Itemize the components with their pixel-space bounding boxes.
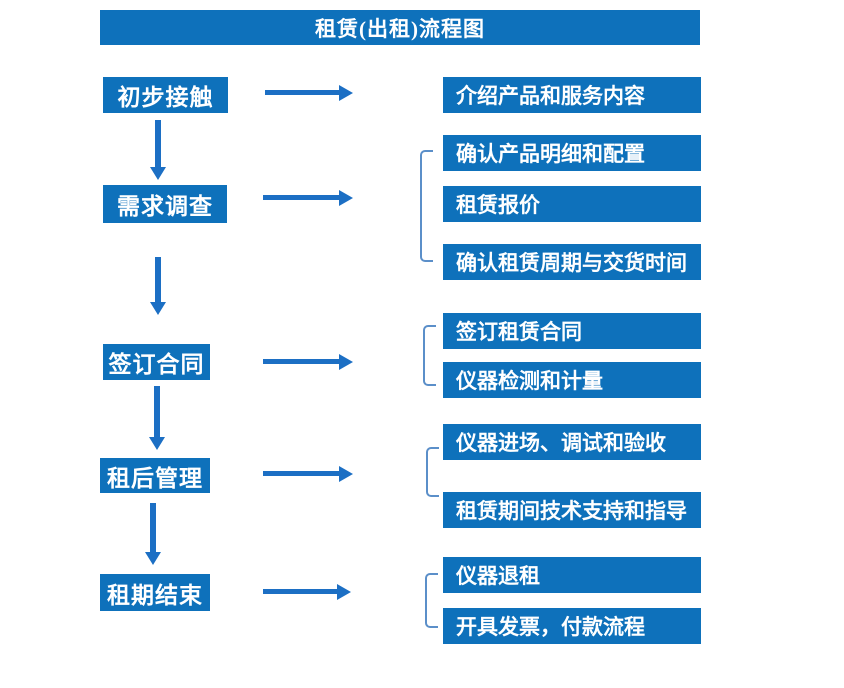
group-bracket-icon bbox=[423, 325, 436, 386]
stage-label: 签订合同 bbox=[108, 352, 205, 377]
right-arrow-icon bbox=[265, 90, 339, 95]
group-bracket-icon bbox=[420, 150, 433, 262]
group-bracket-icon bbox=[426, 447, 439, 497]
stage-box-post-rental-management: 租后管理 bbox=[100, 458, 210, 493]
stage-label: 租期结束 bbox=[107, 582, 203, 608]
output-box-introduce-products: 介绍产品和服务内容 bbox=[443, 77, 701, 113]
stage-label: 需求调查 bbox=[117, 194, 213, 219]
stage-box-sign-contract: 签订合同 bbox=[103, 344, 210, 380]
right-arrow-icon bbox=[263, 359, 339, 364]
flowchart-title: 租赁(出租)流程图 bbox=[100, 10, 700, 45]
output-label: 仪器检测和计量 bbox=[456, 369, 603, 393]
output-box-confirm-period-delivery: 确认租赁周期与交货时间 bbox=[443, 244, 701, 280]
right-arrow-icon bbox=[263, 589, 337, 594]
output-box-confirm-details: 确认产品明细和配置 bbox=[443, 135, 701, 171]
right-arrow-icon bbox=[263, 471, 339, 476]
output-box-instrument-testing: 仪器检测和计量 bbox=[443, 362, 701, 398]
output-box-instrument-setup-acceptance: 仪器进场、调试和验收 bbox=[443, 424, 701, 460]
output-label: 开具发票，付款流程 bbox=[456, 615, 645, 639]
group-bracket-icon bbox=[425, 573, 438, 628]
down-arrow-icon bbox=[155, 257, 161, 302]
output-label: 介绍产品和服务内容 bbox=[456, 84, 645, 108]
down-arrow-icon bbox=[154, 386, 160, 437]
output-box-technical-support: 租赁期间技术支持和指导 bbox=[443, 492, 701, 528]
flowchart-title-text: 租赁(出租)流程图 bbox=[315, 16, 485, 41]
output-box-instrument-return: 仪器退租 bbox=[443, 557, 701, 593]
output-label: 确认租赁周期与交货时间 bbox=[456, 251, 687, 275]
output-label: 确认产品明细和配置 bbox=[456, 142, 645, 166]
output-label: 仪器进场、调试和验收 bbox=[456, 431, 666, 455]
down-arrow-icon bbox=[155, 120, 161, 167]
stage-label: 租后管理 bbox=[107, 465, 203, 491]
output-label: 签订租赁合同 bbox=[456, 320, 582, 344]
output-label: 租赁期间技术支持和指导 bbox=[456, 499, 687, 523]
output-label: 仪器退租 bbox=[456, 564, 540, 588]
stage-label: 初步接触 bbox=[117, 85, 214, 110]
down-arrow-icon bbox=[150, 503, 156, 552]
stage-box-initial-contact: 初步接触 bbox=[103, 77, 228, 113]
output-box-sign-rental-contract: 签订租赁合同 bbox=[443, 313, 701, 349]
output-label: 租赁报价 bbox=[456, 193, 540, 217]
stage-box-rental-end: 租期结束 bbox=[100, 574, 210, 611]
output-box-rental-quote: 租赁报价 bbox=[443, 186, 701, 222]
stage-box-demand-survey: 需求调查 bbox=[103, 185, 227, 223]
output-box-invoice-payment: 开具发票，付款流程 bbox=[443, 608, 701, 644]
right-arrow-icon bbox=[263, 195, 339, 200]
